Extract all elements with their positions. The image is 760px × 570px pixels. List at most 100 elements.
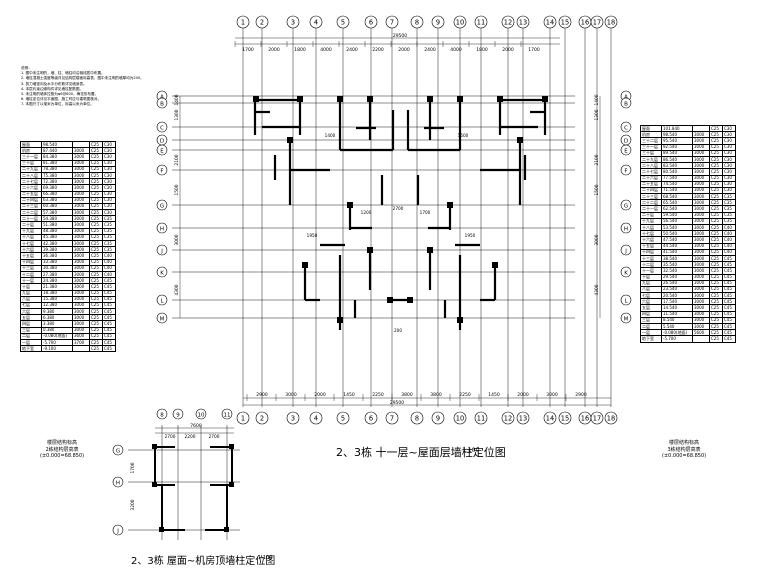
grid-bubble-left-circle: [156, 222, 168, 234]
roof-dim-side: 3200: [130, 499, 136, 510]
roof-dim-text: 2200: [185, 434, 196, 440]
wall-column: [492, 262, 498, 268]
note-line: 2. 墙柱混凝土强度等级详见结构层楼面标高表，图中未注明的墙厚均为200。: [21, 76, 144, 81]
grid-bubble-left-label: D: [160, 138, 164, 144]
grid-bubble-bottom-label: 10: [456, 415, 464, 423]
roof-bubble-top-label: 10: [198, 412, 205, 418]
main-plan-scale: 1:100: [462, 447, 480, 454]
grid-bubble-top-label: 8: [415, 19, 419, 27]
grid-bubble-bottom-label: 4: [314, 415, 318, 423]
grid-bubble-bottom-circle: [385, 411, 399, 425]
grid-bubble-left-label: C: [160, 125, 164, 131]
grid-bubble-top-label: 5: [341, 19, 345, 27]
right-table-caption: 楼层结构标高 3栋结构层高表 (±0.000=68.850): [662, 440, 706, 460]
grid-bubble-right-label: B: [624, 101, 628, 107]
table-cell: C25: [89, 345, 103, 353]
grid-bubble-left-label: B: [160, 101, 164, 107]
grid-bubble-bottom-label: 18: [607, 415, 615, 423]
grid-bubble-right-label: M: [624, 316, 629, 322]
grid-bubble-bottom-circle: [516, 411, 530, 425]
grid-bubble-top-label: 6: [369, 19, 373, 27]
grid-bubble-right-circle: [620, 144, 632, 156]
wall-column: [367, 247, 373, 253]
grid-bubble-top-label: 12: [504, 19, 512, 27]
wall-column: [457, 317, 463, 323]
grid-bubble-top-label: 18: [607, 19, 615, 27]
dim-text-bottom: 2900: [575, 392, 587, 398]
grid-bubble-bottom-circle: [453, 411, 467, 425]
grid-bubble-bottom-circle: [286, 411, 300, 425]
dim-text-bottom: 2900: [256, 392, 268, 398]
grid-bubble-right-circle: [620, 164, 632, 176]
roof-dim-total: 7600: [190, 423, 202, 429]
dim-text-top: 1700: [528, 47, 540, 53]
note-line: 4. 本层约束边缘构件详见墙柱配筋图。: [21, 86, 84, 91]
main-floor-plan: 1122334455667788991010111112121313141415…: [156, 15, 632, 425]
roof-column: [159, 527, 164, 532]
roof-bubble-left-circle: [112, 444, 124, 456]
dim-text-bottom: 3800: [401, 392, 413, 398]
table-cell: -5.700: [661, 335, 693, 343]
dim-text-side: 4300: [174, 284, 180, 295]
roof-bubble-top-circle: [172, 408, 184, 420]
dim-text-top: 2200: [372, 47, 384, 53]
note-line: 7. 本图尺寸以毫米为单位，标高以米为单位。: [21, 102, 94, 107]
grid-bubble-left-label: K: [160, 270, 164, 276]
grid-bubble-bottom-label: 12: [504, 415, 512, 423]
dim-text-bottom: 1450: [488, 392, 500, 398]
grid-bubble-bottom-label: 2: [260, 415, 264, 423]
wall-column: [337, 96, 343, 102]
inner-dim-text: 1950: [307, 233, 318, 238]
dim-text-bottom: 3000: [285, 392, 297, 398]
roof-column: [152, 482, 157, 487]
dim-total-bottom: 29500: [390, 400, 404, 406]
grid-bubble-top-label: 15: [561, 19, 569, 27]
grid-bubble-left-circle: [156, 121, 168, 133]
dim-text-side: 4300: [594, 284, 600, 295]
dim-text-top: 4000: [450, 47, 462, 53]
dim-text-bottom: 3000: [546, 392, 558, 398]
wall-column: [427, 247, 433, 253]
roof-dim-text: 2700: [209, 434, 220, 440]
roof-dim-side: 1700: [130, 462, 136, 473]
wall-column: [387, 297, 393, 303]
grid-bubble-top-label: 7: [390, 19, 394, 27]
grid-bubble-left-label: F: [160, 168, 163, 174]
grid-bubble-bottom-circle: [558, 411, 572, 425]
table-cell: C45: [722, 335, 736, 343]
roof-bubble-top-label: 8: [160, 412, 164, 418]
grid-bubble-bottom-label: 9: [436, 415, 440, 423]
grid-bubble-left-label: J: [160, 248, 163, 254]
grid-bubble-left-circle: [156, 266, 168, 278]
dim-total-top: 29500: [393, 33, 407, 39]
table-cell: C25: [709, 335, 723, 343]
left-caption-3: (±0.000=68.850): [40, 453, 85, 459]
wall-column: [367, 96, 373, 102]
grid-bubble-bottom-label: 3: [291, 415, 295, 423]
inner-dim-text: 2700: [393, 206, 404, 211]
roof-dim-text: 2700: [165, 434, 176, 440]
left-caption-1: 楼层结构标高: [47, 440, 78, 446]
design-notes: 说明：1. 图中未注明的，墙、柱、暗柱均沿轴线居中布置。2. 墙柱混凝土强度等级…: [21, 66, 171, 108]
roof-bubble-top-circle: [195, 408, 207, 420]
roof-plan-scale: 1:100: [258, 555, 273, 561]
inner-dim-text: 1950: [465, 233, 476, 238]
inner-dim-text: 1500: [458, 133, 469, 138]
table-cell: -9.100: [41, 345, 73, 353]
wall-column: [337, 317, 343, 323]
right-caption-1: 楼层结构标高: [669, 440, 700, 446]
grid-bubble-bottom-circle: [501, 411, 515, 425]
grid-bubble-left-label: H: [160, 226, 164, 232]
